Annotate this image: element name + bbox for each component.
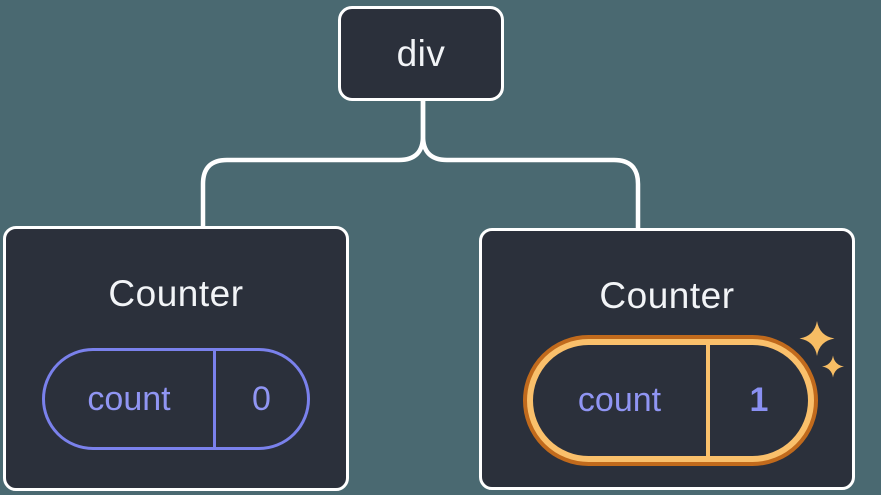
- counter-card-right: Counter count 1: [479, 228, 855, 490]
- root-node-label: div: [396, 32, 446, 74]
- state-key-label: count: [533, 345, 710, 456]
- state-pill-highlighted-inner: count 1: [527, 339, 814, 462]
- counter-card-left: Counter count 0: [3, 226, 349, 491]
- state-key-label: count: [45, 351, 216, 447]
- state-value: 0: [252, 379, 271, 418]
- counter-title: Counter: [599, 275, 735, 316]
- connector-right-branch: [420, 97, 641, 233]
- root-node-div: div: [338, 6, 504, 101]
- state-pill: count 0: [42, 348, 310, 450]
- connector-left-branch: [200, 97, 426, 230]
- state-pill-highlighted: count 1: [523, 335, 818, 466]
- state-value: 1: [749, 381, 769, 419]
- counter-title: Counter: [108, 273, 244, 314]
